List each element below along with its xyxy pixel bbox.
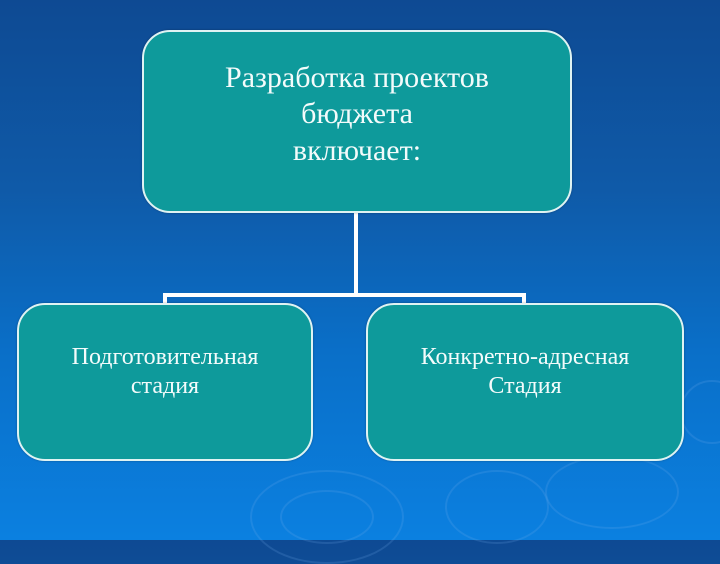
- connector-horizontal: [163, 293, 526, 297]
- child-node-specific-address-stage: Конкретно-адресная Стадия: [366, 303, 684, 461]
- root-node-line1: Разработка проектов: [225, 60, 489, 94]
- connector-right-drop: [522, 293, 526, 305]
- root-node-line2: бюджета: [301, 97, 413, 131]
- child-node-line2: стадия: [130, 373, 200, 399]
- child-node-preparatory-stage: Подготовительная стадия: [17, 303, 313, 461]
- child-node-line1: Конкретно-адресная: [420, 343, 630, 370]
- ripple-decoration: [680, 380, 720, 444]
- ripple-decoration: [280, 490, 374, 544]
- connector-vertical-root: [354, 212, 358, 297]
- child-node-line1: Подготовительная: [71, 343, 259, 370]
- child-node-line2: Стадия: [488, 373, 562, 399]
- ripple-decoration: [545, 455, 679, 529]
- ripple-decoration: [445, 470, 549, 544]
- root-node-line3: включает:: [292, 133, 422, 167]
- root-node: Разработка проектов бюджета включает:: [142, 30, 572, 213]
- connector-left-drop: [163, 293, 167, 305]
